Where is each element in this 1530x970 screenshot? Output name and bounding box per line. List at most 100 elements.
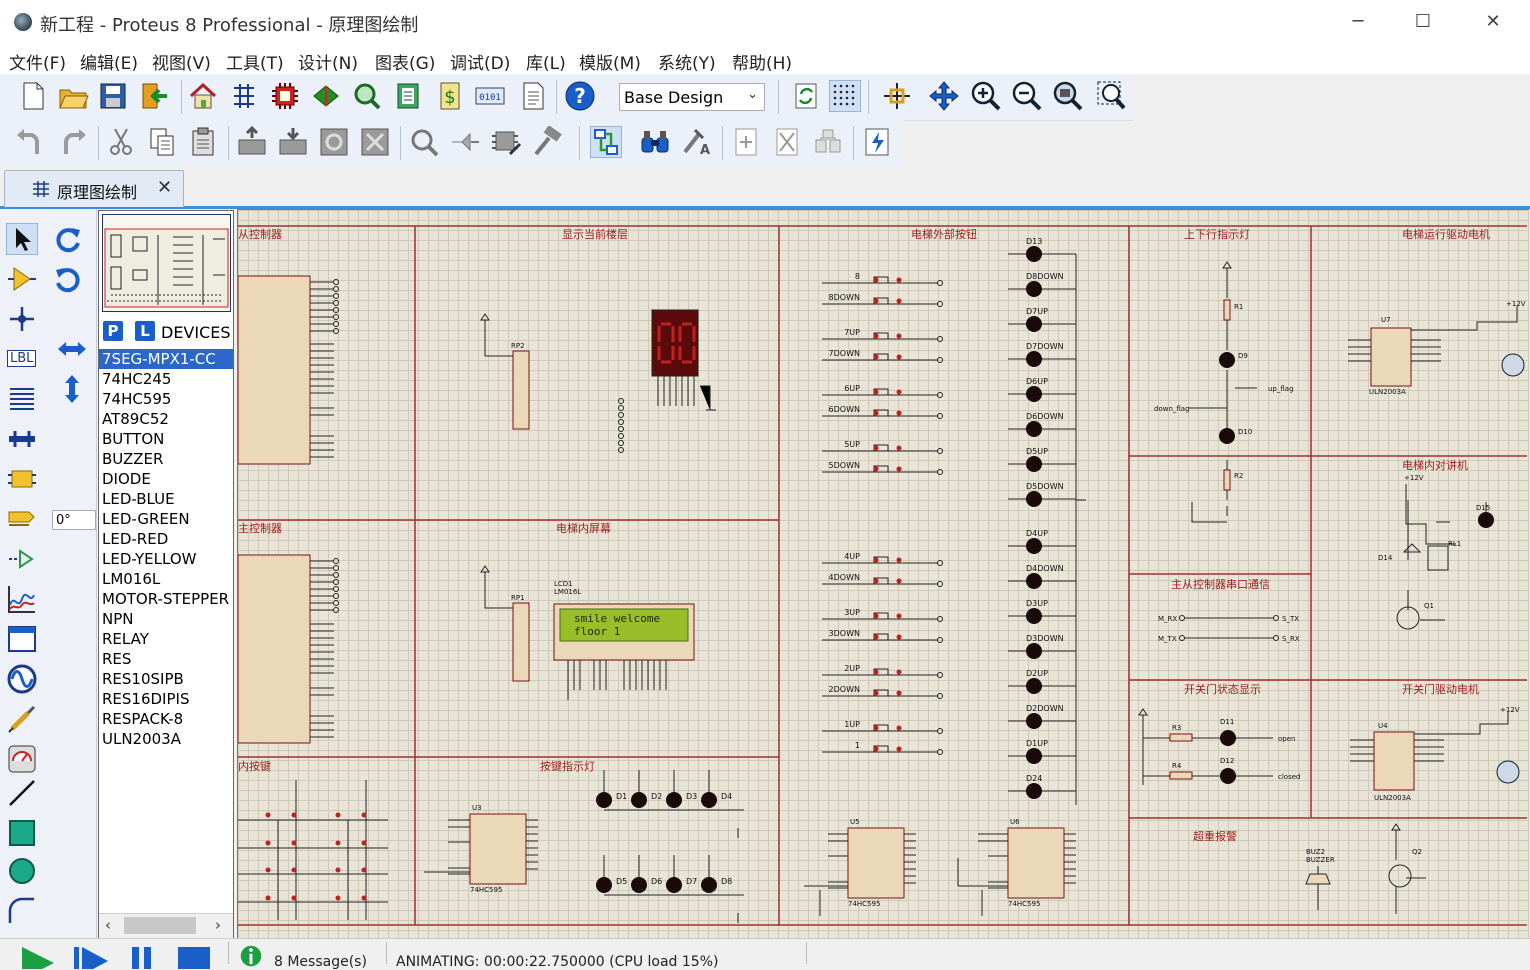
pick-device-icon[interactable] [408, 126, 440, 158]
device-list-item[interactable]: RELAY [102, 630, 149, 648]
d9-led-blue[interactable] [1219, 352, 1235, 368]
device-list-item[interactable]: LED-YELLOW [102, 550, 197, 568]
menu-file[interactable]: 文件(F) [9, 54, 67, 74]
floor-button[interactable]: 4UP [822, 552, 943, 566]
wire-label-mode-icon[interactable]: LBL [6, 343, 38, 375]
stepper-motor-1[interactable] [1501, 353, 1525, 377]
rotation-angle-field[interactable]: 0° [52, 510, 96, 530]
pcb-layout-icon[interactable] [269, 80, 301, 112]
play-icon[interactable] [22, 947, 54, 969]
component-mode-icon[interactable] [6, 263, 38, 295]
q2-npn-transistor[interactable] [1388, 864, 1412, 888]
pause-icon[interactable] [130, 947, 154, 969]
info-icon[interactable] [236, 945, 266, 967]
floor-led[interactable]: D7UP [1008, 307, 1076, 332]
menu-edit[interactable]: 编辑(E) [80, 54, 139, 74]
floor-led[interactable]: D13 [1008, 237, 1076, 262]
mirror-horizontal-icon[interactable] [56, 333, 88, 365]
rl1-relay[interactable] [1427, 545, 1449, 571]
floor-button[interactable]: 5UP [822, 440, 943, 454]
exit-to-parent-sheet-icon[interactable] [812, 126, 844, 158]
r2-resistor[interactable] [1223, 469, 1231, 491]
r4-resistor[interactable] [1169, 771, 1193, 780]
generator-mode-icon[interactable] [6, 663, 38, 695]
floor-led[interactable]: D24 [1008, 774, 1076, 799]
text-script-mode-icon[interactable] [6, 383, 38, 415]
menu-debug[interactable]: 调试(D) [450, 54, 511, 74]
graph-mode-icon[interactable] [6, 583, 38, 615]
copy-icon[interactable] [146, 126, 178, 158]
floor-led[interactable]: D3DOWN [1008, 634, 1076, 659]
tab-schematic-capture[interactable]: 原理图绘制 ✕ [4, 170, 184, 207]
device-list-item[interactable]: LED-GREEN [102, 510, 190, 528]
device-pins-mode-icon[interactable] [6, 543, 38, 575]
device-list-item[interactable]: LED-BLUE [102, 490, 175, 508]
key-indicator-led[interactable]: D8 [701, 855, 732, 893]
stop-icon[interactable] [178, 947, 210, 969]
voltage-probe-mode-icon[interactable] [6, 703, 38, 735]
device-list-item[interactable]: 74HC595 [102, 390, 172, 408]
floor-button[interactable]: 5DOWN [822, 461, 943, 475]
floor-button[interactable]: 4DOWN [822, 573, 943, 587]
overview-window[interactable] [102, 214, 231, 312]
step-icon[interactable] [74, 947, 108, 969]
design-select[interactable]: Base Design ⌄ [619, 83, 765, 111]
device-list-item[interactable]: AT89C52 [102, 410, 169, 428]
q1-npn-transistor[interactable] [1396, 606, 1420, 630]
floor-button[interactable]: 8 [822, 272, 943, 286]
home-icon[interactable] [187, 80, 219, 112]
device-list-item[interactable]: ULN2003A [102, 730, 181, 748]
3d-viewer-icon[interactable] [310, 80, 342, 112]
d15-led-yellow[interactable] [1478, 512, 1494, 528]
floor-led[interactable]: D5UP [1008, 447, 1076, 472]
save-icon[interactable] [97, 80, 129, 112]
floor-button[interactable]: 8DOWN [822, 293, 943, 307]
device-list-item[interactable]: DIODE [102, 470, 151, 488]
scroll-left-icon[interactable]: ‹ [105, 916, 111, 934]
zoom-area-icon[interactable] [1096, 80, 1128, 112]
floor-led[interactable]: D6DOWN [1008, 412, 1076, 437]
block-move-icon[interactable] [277, 126, 309, 158]
floor-led[interactable]: D2UP [1008, 669, 1076, 694]
floor-led[interactable]: D7DOWN [1008, 342, 1076, 367]
pick-devices-button[interactable]: P [103, 321, 123, 341]
zoom-fit-icon[interactable] [1052, 80, 1084, 112]
floor-button[interactable]: 7DOWN [822, 349, 943, 363]
tape-recorder-mode-icon[interactable] [6, 623, 38, 655]
block-delete-icon[interactable] [359, 126, 391, 158]
floor-button[interactable]: 3UP [822, 608, 943, 622]
pan-icon[interactable] [928, 80, 960, 112]
design-explorer-icon[interactable] [392, 80, 424, 112]
u3-74hc595[interactable] [469, 813, 527, 885]
origin-icon[interactable] [881, 80, 913, 112]
2d-circle-mode-icon[interactable] [6, 855, 38, 887]
key-indicator-led[interactable]: D3 [666, 770, 697, 808]
buz2-buzzer[interactable] [1305, 873, 1331, 885]
floor-led[interactable]: D1UP [1008, 739, 1076, 764]
notes-icon[interactable] [517, 80, 549, 112]
wire-autorouter-icon[interactable] [590, 126, 622, 158]
d12-led-red[interactable] [1220, 768, 1236, 784]
minimize-button[interactable]: ─ [1352, 11, 1364, 32]
buses-mode-icon[interactable] [6, 423, 38, 455]
redo-icon[interactable] [56, 126, 88, 158]
rp1-resistor-pack[interactable] [512, 602, 530, 682]
menu-help[interactable]: 帮助(H) [732, 54, 793, 74]
close-tab-icon[interactable]: ✕ [157, 177, 173, 198]
r1-resistor[interactable] [1223, 299, 1231, 321]
cut-icon[interactable] [105, 126, 137, 158]
d10-led-blue[interactable] [1219, 428, 1235, 444]
zoom-out-icon[interactable] [1011, 80, 1043, 112]
floor-led[interactable]: D8DOWN [1008, 272, 1076, 297]
master-controller-chip[interactable] [238, 554, 311, 744]
floor-led[interactable]: D4DOWN [1008, 564, 1076, 589]
menu-tools[interactable]: 工具(T) [226, 54, 284, 74]
scroll-right-icon[interactable]: › [215, 916, 221, 934]
floor-button[interactable]: 7UP [822, 328, 943, 342]
u4-uln2003a[interactable] [1373, 731, 1415, 791]
floor-button[interactable]: 6UP [822, 384, 943, 398]
library-manager-button[interactable]: L [135, 321, 155, 341]
key-indicator-led[interactable]: D4 [701, 770, 732, 808]
block-rotate-icon[interactable] [318, 126, 350, 158]
paste-icon[interactable] [187, 126, 219, 158]
